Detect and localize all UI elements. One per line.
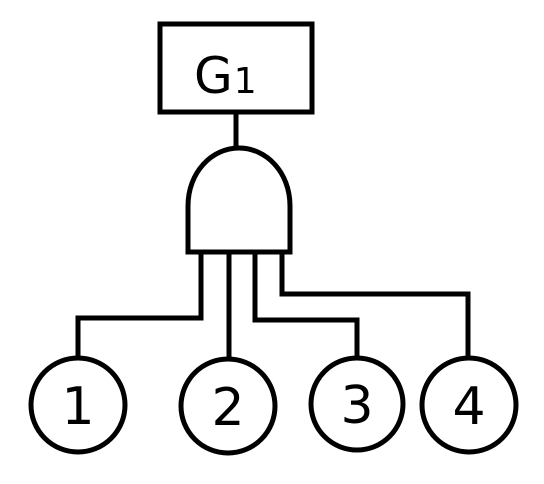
event-3-label: 3 — [340, 376, 373, 436]
basic-event-3 — [308, 355, 406, 453]
wire-event-3 — [252, 252, 360, 360]
event-4-label: 4 — [452, 377, 485, 437]
wire-event-1 — [75, 252, 204, 360]
gate-label-main: G — [194, 47, 233, 105]
gate-label-sub: 1 — [234, 61, 257, 102]
event-2-label: 2 — [211, 378, 244, 438]
wire-event-4 — [279, 252, 471, 360]
gate-label: G1 — [194, 47, 257, 105]
basic-event-1 — [28, 355, 128, 455]
event-1-label: 1 — [61, 377, 94, 437]
and-gate-icon — [185, 145, 293, 255]
basic-event-4 — [419, 355, 519, 455]
basic-event-2 — [178, 356, 278, 456]
